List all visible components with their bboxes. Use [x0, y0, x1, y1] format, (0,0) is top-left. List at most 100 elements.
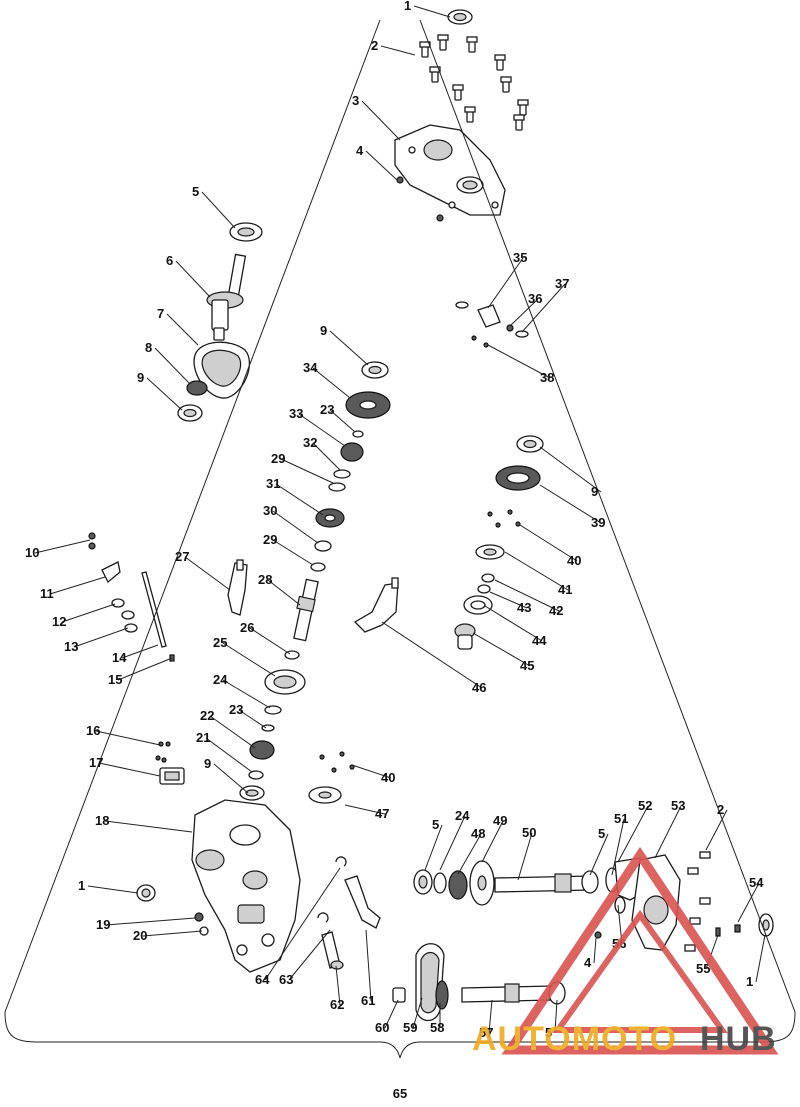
callout-c29b: 29	[263, 532, 277, 547]
callout-c59: 59	[403, 1020, 417, 1035]
callout-c30: 30	[263, 503, 277, 518]
assembly-callout-65: 65	[393, 1086, 407, 1101]
part-19-screw	[194, 912, 204, 922]
callout-c31: 31	[266, 476, 280, 491]
leader-line-c36	[509, 298, 539, 327]
callout-c38: 38	[540, 370, 554, 385]
part-1-seal-left	[136, 884, 156, 902]
callout-c53: 53	[671, 798, 685, 813]
part-11-lever	[101, 561, 121, 584]
part-28-main-shaft	[293, 578, 319, 642]
leader-line-c14	[121, 644, 159, 659]
callout-c5c: 5	[432, 817, 439, 832]
part-53-cover	[631, 854, 681, 951]
part-23-ring-a	[352, 430, 364, 438]
part-38-pins	[471, 335, 489, 348]
leader-line-c1b	[87, 885, 139, 894]
leader-line-c59	[412, 997, 423, 1029]
leader-line-c23a	[329, 409, 356, 433]
assembly-bracket	[4, 19, 796, 1059]
part-27-shift-fork	[227, 559, 248, 616]
callout-c1b: 1	[78, 878, 85, 893]
part-4-dowel-right	[594, 931, 602, 939]
part-43-oring	[477, 584, 491, 594]
leader-line-c29b	[272, 539, 314, 566]
part-34-gear	[345, 391, 391, 419]
leader-line-c43	[489, 591, 528, 609]
part-24-washer-b	[433, 872, 447, 894]
leader-line-c28	[267, 579, 301, 606]
callout-c47: 47	[375, 806, 389, 821]
leader-line-c31	[275, 483, 324, 516]
part-42-oring	[481, 573, 495, 583]
leader-line-c11	[49, 576, 106, 595]
callout-c4a: 4	[356, 143, 364, 158]
callout-c12: 12	[52, 614, 66, 629]
leader-line-c64	[264, 867, 341, 981]
leader-line-c1c	[755, 934, 766, 983]
leader-line-c30	[272, 510, 319, 544]
leader-line-c38	[487, 344, 551, 379]
callout-c16: 16	[86, 723, 100, 738]
watermark-triangle-logo	[501, 846, 779, 1055]
callout-c23a: 23	[320, 402, 334, 417]
callout-c37: 37	[555, 276, 569, 291]
callout-c58: 58	[430, 1020, 444, 1035]
callout-c21: 21	[196, 730, 210, 745]
part-9-bearing-c	[516, 435, 544, 453]
leader-line-c48	[457, 833, 482, 875]
callout-c51: 51	[614, 811, 628, 826]
callout-c9d: 9	[204, 756, 211, 771]
part-1-seal-right	[758, 913, 774, 937]
leader-line-c47	[344, 804, 386, 815]
callout-c23b: 23	[229, 702, 243, 717]
callout-c1a: 1	[404, 0, 411, 13]
callout-c15: 15	[108, 672, 122, 687]
part-5-bearing-d	[581, 870, 599, 894]
leader-line-c24a	[222, 679, 271, 709]
leader-line-c39	[539, 484, 602, 524]
callout-c35: 35	[513, 250, 527, 265]
leader-line-c2b	[705, 809, 728, 851]
leader-line-c54	[737, 882, 760, 923]
part-18-main-housing	[191, 799, 301, 973]
callout-c48: 48	[471, 826, 485, 841]
callout-c5d: 5	[598, 826, 605, 841]
callout-c10: 10	[25, 545, 39, 560]
part-41-plate	[475, 544, 505, 560]
part-60-spacer	[392, 987, 406, 1003]
leader-line-c42	[494, 579, 560, 612]
callout-c45: 45	[520, 658, 534, 673]
part-24-washer-a	[264, 705, 282, 715]
leader-line-c63	[288, 929, 331, 981]
leader-line-c21	[205, 737, 253, 773]
leader-line-c19	[105, 917, 196, 926]
part-29-washer-a	[328, 482, 346, 492]
part-23-ring-b	[261, 724, 275, 732]
leader-line-c1a	[413, 5, 451, 18]
callout-c5a: 5	[192, 184, 199, 199]
part-48-gear	[448, 870, 468, 900]
part-5-bearing-c	[413, 869, 433, 895]
leader-line-c10	[34, 539, 91, 554]
part-64-clips	[317, 856, 347, 923]
part-47-plate	[308, 786, 342, 804]
callout-c33: 33	[289, 406, 303, 421]
callout-c62: 62	[330, 997, 344, 1012]
leader-line-c9c	[539, 446, 602, 493]
callout-c9a: 9	[137, 370, 144, 385]
callout-c9c: 9	[591, 484, 598, 499]
leader-lines	[34, 5, 766, 1034]
leader-line-c29a	[280, 458, 334, 484]
part-37-washer	[515, 330, 529, 338]
callout-c4b: 4	[584, 955, 592, 970]
part-33-gear	[340, 442, 364, 462]
part-4-dowel-top	[396, 176, 444, 222]
part-62-shaft-end	[330, 960, 344, 970]
callout-c57: 57	[479, 1025, 493, 1040]
callout-c60: 60	[375, 1020, 389, 1035]
watermark: AUTOMOTO HUB	[472, 846, 779, 1058]
leader-line-c26	[249, 627, 291, 655]
part-54-screw	[734, 924, 741, 933]
